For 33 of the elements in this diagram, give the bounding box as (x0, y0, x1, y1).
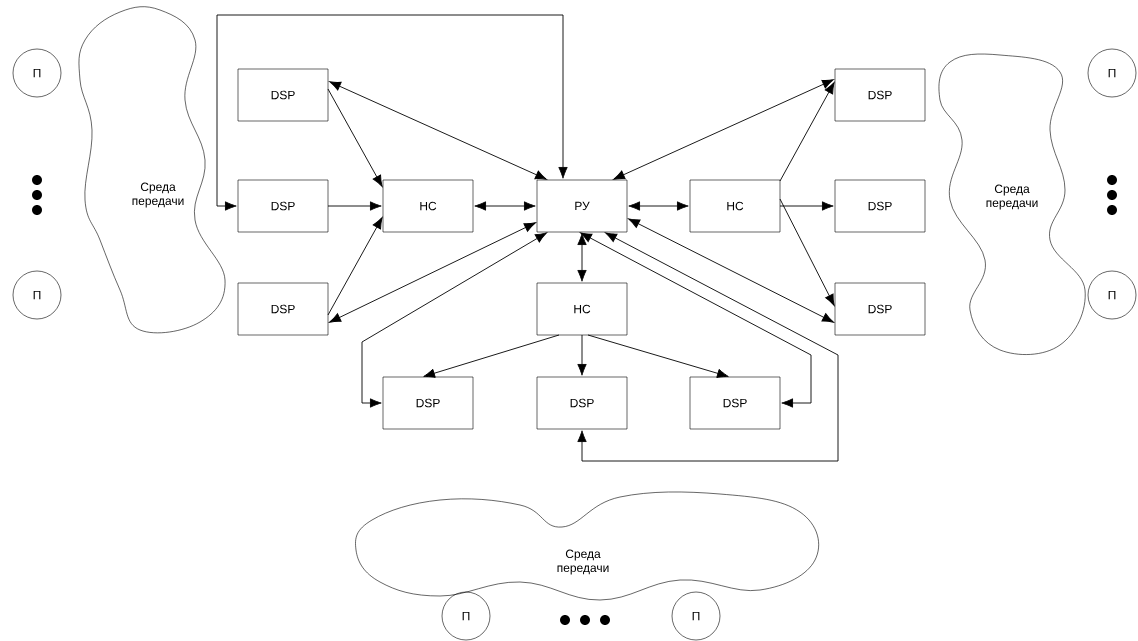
arrow (329, 222, 536, 323)
process-box: DSP (237, 179, 329, 233)
process-box: DSP (382, 376, 474, 430)
process-box: DSP (536, 376, 628, 430)
process-box: НС (536, 282, 628, 336)
arrow (587, 334, 729, 378)
arrow (423, 334, 560, 378)
arrow (327, 201, 382, 211)
arrow (474, 201, 536, 211)
arrow (779, 201, 834, 211)
arrow (613, 79, 834, 180)
process-box: DSP (689, 376, 781, 430)
arrow (779, 198, 835, 306)
arrow (327, 217, 383, 316)
process-box: DSP (237, 282, 329, 336)
arrow (361, 232, 547, 408)
process-box: НС (382, 179, 474, 233)
arrow (329, 81, 547, 180)
arrow (327, 88, 383, 187)
process-box: DSP (834, 68, 926, 122)
arrow (779, 82, 835, 182)
arrow (628, 218, 834, 323)
arrow (628, 201, 689, 211)
arrow (580, 232, 812, 408)
arrow (216, 14, 568, 211)
process-box: НС (689, 179, 781, 233)
process-box: РУ (536, 179, 628, 233)
arrow (577, 233, 587, 282)
process-box: DSP (237, 68, 329, 122)
arrow (577, 334, 587, 376)
process-box: DSP (834, 179, 926, 233)
process-box: DSP (834, 282, 926, 336)
arrow (577, 232, 839, 462)
